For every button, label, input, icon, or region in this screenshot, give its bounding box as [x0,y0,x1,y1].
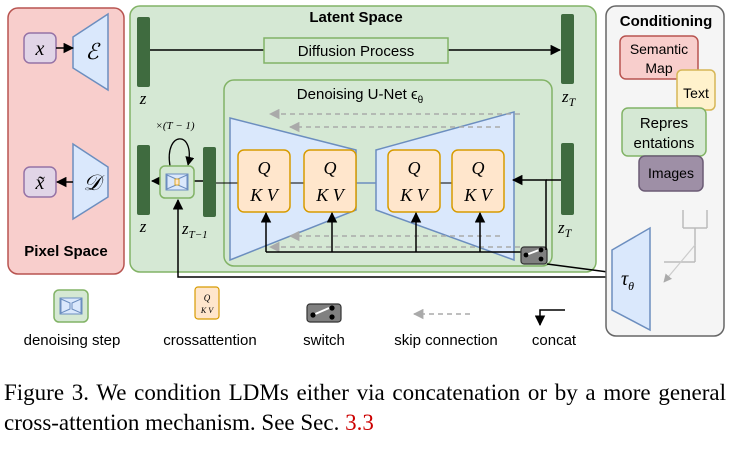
pixel-space-panel: Pixel Space x x̃ ℰ 𝒟 [7,7,125,275]
legend-skip-connection-label: skip connection [394,332,497,349]
svg-text:K V: K V [200,306,214,315]
legend-concat-arrow [534,309,565,327]
unet-title: Denoising U-Net ϵθ [297,86,424,106]
semantic-map-box [619,35,699,80]
denoising-step-icon [165,173,189,191]
conditioning-title: Conditioning [620,13,712,30]
svg-text:Q: Q [204,293,211,303]
z-t-minus-1-bar [203,147,216,217]
legend-crossattention-icon: Q K V [194,286,220,320]
output-x-tilde-symbol: x̃ [35,172,45,194]
cross-attention-block-1: Q K V [237,149,291,213]
z-top-bar [137,17,150,87]
diffusion-process-box [263,37,449,64]
z-t-minus-1-label: zT−1 [181,219,208,241]
caption-text: Figure 3. We condition LDMs either via c… [4,380,726,435]
semantic-label: Semantic [630,41,688,57]
legend-denoising-step-label: denoising step [24,332,121,349]
legend-crossattention-label: crossattention [163,332,256,349]
entations-label: entations [634,135,695,152]
tau-encoder-block [611,226,651,332]
map-label: Map [645,60,672,76]
attn-q-label: Q [408,158,421,178]
attn-kv-label: K V [399,185,430,205]
z-bottom-label: z [139,217,147,236]
tau-label: τθ [621,268,634,293]
legend: denoising step Q K V crossattention swit… [24,286,577,349]
z-t-bottom-bar [561,143,574,215]
conditioning-panel: Conditioning Semantic Map Text Repres en… [605,5,725,337]
latent-space-title: Latent Space [309,9,402,26]
unet-panel: Denoising U-Net ϵθ Q K V Q K V Q K V [216,79,553,267]
switch-node [520,246,548,265]
attn-q-label: Q [324,158,337,178]
images-label: Images [648,165,694,181]
cross-attention-block-3: Q K V [387,149,441,213]
repeat-loop-arrow [168,138,195,167]
tau-to-switch-path [546,263,609,273]
legend-switch-icon [306,303,342,323]
input-x-symbol: x [35,38,45,60]
attn-kv-label: K V [315,185,346,205]
attn-kv-label: K V [249,185,280,205]
z-t-top-label: zT [561,87,577,109]
z-top-label: z [139,89,147,108]
decoder-symbol: 𝒟 [83,170,105,195]
attn-q-label: Q [258,158,271,178]
z-bottom-bar [137,145,150,215]
figure-caption: Figure 3. We condition LDMs either via c… [4,378,726,438]
repres-label: Repres [640,115,688,132]
repeat-label: ×(T − 1) [155,120,194,132]
encoder-block [72,12,109,92]
pixel-space-title: Pixel Space [24,243,107,260]
z-t-bottom-label: zT [557,218,573,240]
legend-concat-label: concat [532,332,577,349]
legend-denoising-step-icon [53,289,89,323]
diffusion-process-label: Diffusion Process [298,43,414,60]
attn-kv-label: K V [463,185,494,205]
decoder-block [72,142,109,221]
text-label: Text [683,85,709,101]
tau-to-denoise-path [172,198,608,278]
z-t-top-bar [561,14,574,84]
caption-section-ref[interactable]: 3.3 [345,410,374,435]
cross-attention-block-4: Q K V [451,149,505,213]
cross-attention-block-2: Q K V [303,149,357,213]
conditioning-merge-arrow [663,244,696,283]
legend-switch-label: switch [303,332,345,349]
images-box [638,155,704,192]
attn-q-label: Q [472,158,485,178]
encoder-symbol: ℰ [85,39,101,64]
